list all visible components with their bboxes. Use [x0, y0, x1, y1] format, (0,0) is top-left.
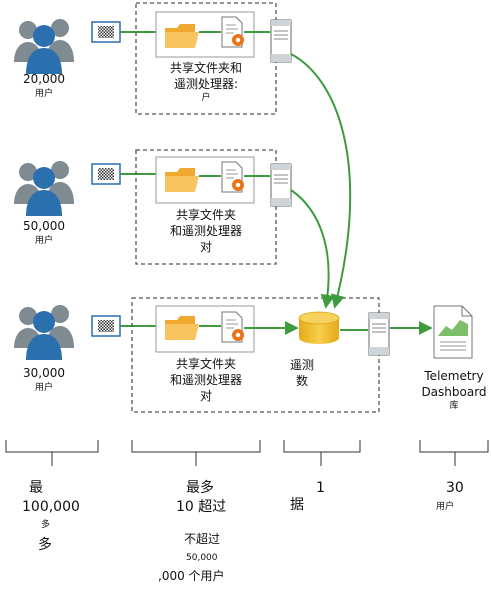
server-icon	[270, 163, 292, 207]
flow-arrow-curve-row1	[290, 53, 352, 309]
bracket-users	[5, 440, 99, 466]
users-group-icon	[14, 305, 74, 360]
row-3	[14, 297, 473, 413]
network-adapter-pattern	[98, 26, 114, 38]
user-count-row3: 30,000	[23, 366, 65, 380]
box-caption-row2-line3: 对	[199, 240, 212, 254]
scale-processors-note-line1: 不超过	[184, 532, 221, 546]
folder-icon	[165, 168, 199, 192]
users-group-icon	[14, 161, 74, 216]
scale-dashboard-bottom: 用户	[436, 502, 455, 512]
processing-group-box	[135, 2, 277, 115]
dashboard-label-line1: Telemetry	[424, 369, 484, 383]
flow-arrow-curve-row2	[290, 189, 335, 309]
scale-dashboard-top: 30	[446, 480, 464, 496]
scale-processors-line1: 最多	[186, 480, 214, 496]
server-icon	[270, 19, 292, 63]
telemetry-processor-icon	[221, 161, 244, 193]
row-1	[14, 2, 292, 115]
network-adapter-pattern	[98, 168, 114, 180]
box-caption-row2-line1: 共享文件夹	[175, 208, 236, 222]
scale-users-small: 多	[41, 520, 51, 530]
bracket-database	[283, 440, 361, 466]
database-icon	[298, 311, 340, 344]
scale-processors-line2: 10 超过	[176, 499, 227, 515]
scale-database-top: 1	[316, 480, 325, 496]
box-caption-row3-line1: 共享文件夹	[175, 357, 236, 371]
row-2	[14, 149, 292, 265]
users-label-row2: 用户	[34, 236, 53, 246]
box-caption-row1-line1: 共享文件夹和	[169, 61, 242, 75]
processing-group-box	[135, 149, 277, 265]
scale-database-bottom: 据	[290, 497, 304, 513]
network-adapter-pattern	[98, 320, 114, 332]
folder-icon	[165, 24, 199, 48]
users-group-icon	[14, 19, 74, 74]
box-caption-row1-line3: 户	[201, 93, 211, 103]
database-label-line2: 数	[295, 374, 308, 388]
bracket-processors	[131, 440, 261, 466]
telemetry-processor-icon	[221, 16, 244, 48]
users-label-row3: 用户	[34, 383, 53, 393]
users-label-row1: 用户	[34, 89, 53, 99]
dashboard-label-sub: 库	[449, 401, 459, 411]
user-count-row2: 50,000	[23, 219, 65, 233]
dashboard-report-icon	[433, 305, 473, 359]
scale-processors-note-line3: ,000 个用户	[158, 569, 225, 583]
scale-users-line1: 最	[29, 480, 43, 496]
scale-users-line2: 100,000	[22, 499, 80, 515]
user-count-row1: 20,000	[23, 72, 65, 86]
bracket-dashboard	[419, 440, 489, 466]
folder-icon	[165, 316, 199, 340]
telemetry-processor-icon	[221, 311, 244, 343]
dashboard-label-line2: Dashboard	[421, 385, 487, 399]
box-caption-row2-line2: 和遥测处理器	[169, 224, 242, 238]
server-icon	[368, 312, 390, 356]
box-caption-row3-line3: 对	[199, 389, 212, 403]
box-caption-row3-line2: 和遥测处理器	[169, 373, 242, 387]
database-label-line1: 遥测	[289, 358, 314, 372]
scale-users-extra: 多	[38, 537, 52, 553]
scale-brackets	[5, 440, 489, 466]
scale-processors-note-line2: 50,000	[186, 553, 218, 563]
box-caption-row1-line2: 遥测处理器:	[173, 77, 239, 91]
